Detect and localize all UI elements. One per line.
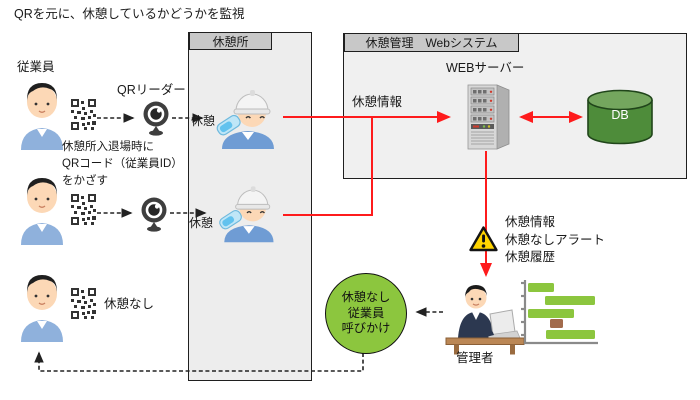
- helmet-worker-drinking-icon: [219, 186, 274, 243]
- webcam-icon: [143, 101, 169, 136]
- callout-circle: 休憩なし 従業員 呼びかけ: [325, 273, 407, 354]
- db-label: DB: [611, 108, 629, 122]
- alert-text: 休憩情報 休憩なしアラート 休憩履歴: [505, 214, 605, 267]
- scan-note: 休憩所入退場時に QRコード（従業員ID） をかざす: [62, 139, 183, 190]
- scan-note-line3: をかざす: [62, 175, 108, 187]
- qr-reader-label: QRリーダー: [117, 83, 186, 97]
- gantt-chart-icon: [521, 280, 598, 345]
- break-room-tab: 休憩所: [189, 32, 272, 50]
- break-info-label: 休憩情報: [352, 95, 403, 109]
- arrow-callout-to-worker3: [34, 351, 364, 372]
- webcam-icon: [141, 197, 167, 232]
- admin-at-desk-icon: [445, 285, 525, 355]
- page-title: QRを元に、休憩しているかどうかを監視: [14, 7, 245, 21]
- helmet-worker-drinking-icon: [216, 90, 274, 149]
- worker-avatar-icon: [21, 178, 63, 245]
- alert-line2: 休憩なしアラート: [505, 232, 606, 247]
- employees-label: 従業員: [17, 60, 55, 74]
- scan-note-line2: QRコード（従業員ID）: [62, 158, 183, 170]
- no-break-label: 休憩なし: [104, 297, 155, 311]
- alert-line3: 休憩履歴: [505, 250, 556, 264]
- qr-code-icon: [71, 194, 96, 225]
- red-line-breakroom2-branch: [283, 118, 373, 216]
- web-server-label: WEBサーバー: [446, 61, 525, 75]
- web-server-icon: [467, 84, 510, 150]
- qr-code-icon: [71, 288, 96, 319]
- scan-note-line1: 休憩所入退場時に: [62, 141, 154, 153]
- web-system-tab: 休憩管理 Webシステム: [344, 33, 519, 52]
- callout-line1: 休憩なし: [341, 290, 391, 305]
- alert-line1: 休憩情報: [505, 215, 556, 229]
- callout-line3: 呼びかけ: [341, 321, 391, 336]
- worker-avatar-icon: [21, 275, 63, 342]
- worker-avatar-icon: [21, 83, 63, 150]
- resting-label-bottom: 休憩: [189, 216, 214, 230]
- callout-line2: 従業員: [347, 305, 385, 320]
- qr-code-icon: [71, 99, 96, 130]
- admin-label: 管理者: [456, 351, 494, 365]
- database-icon: [587, 89, 653, 145]
- warning-icon: [469, 226, 498, 252]
